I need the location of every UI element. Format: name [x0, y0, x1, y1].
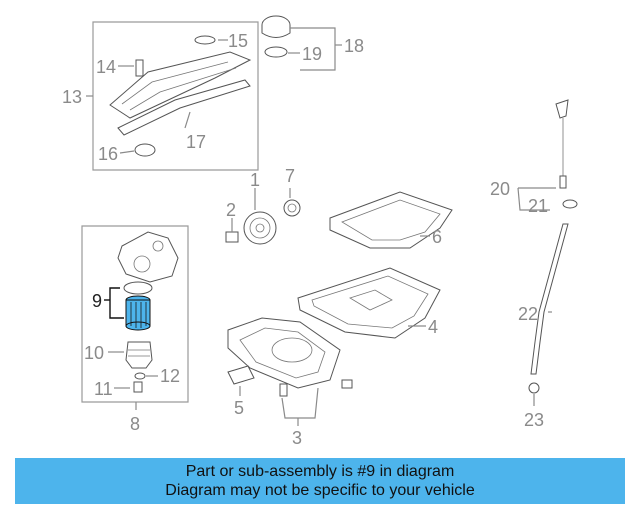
- callout-18: 18: [344, 36, 364, 56]
- callout-7: 7: [285, 166, 295, 186]
- callout-4: 4: [428, 317, 438, 337]
- filter-housing: [117, 231, 179, 283]
- callout-19: 19: [302, 44, 322, 64]
- drain-plug: [341, 379, 353, 389]
- bolt-2: [225, 231, 239, 243]
- valve-cover-gasket: [117, 79, 251, 136]
- callout-22: 22: [518, 304, 538, 324]
- oil-pan-4: [297, 267, 441, 339]
- pulley-group: 1 7 2: [225, 166, 301, 245]
- valve-cover-group: 14 15 16 17 13: [62, 21, 259, 171]
- callout-9[interactable]: 9: [92, 291, 102, 311]
- dipstick-group: 20 21 22 23: [490, 99, 578, 430]
- o-ring-21: [562, 199, 578, 209]
- banner-line-1: Part or sub-assembly is #9 in diagram: [185, 463, 455, 480]
- filter-o-ring: [123, 281, 153, 295]
- bracket-5: [227, 365, 255, 385]
- callout-15: 15: [228, 31, 248, 51]
- plug-11: [133, 381, 143, 393]
- callout-23: 23: [524, 410, 544, 430]
- callout-13: 13: [62, 87, 82, 107]
- callout-21: 21: [528, 196, 548, 216]
- group-8-box: [81, 225, 189, 403]
- pulley: [243, 211, 277, 245]
- group-13-box: [92, 21, 259, 171]
- callout-14: 14: [96, 57, 116, 77]
- callout-1: 1: [250, 170, 260, 190]
- washer-12: [134, 372, 146, 380]
- washer-23: [528, 382, 540, 394]
- oil-filter-group: 9 10 12 11 8: [81, 225, 189, 434]
- oil-cap-group: 18 19: [261, 15, 364, 71]
- dipstick-tube-22: [530, 223, 569, 375]
- callout-2: 2: [226, 200, 236, 220]
- parts-diagram: 14 15 16 17 13 18 19 1 7 2 6: [62, 15, 578, 448]
- baffle-6: [329, 191, 453, 249]
- valve-cover: [109, 51, 252, 119]
- dipstick-20: [555, 99, 569, 119]
- callout-11: 11: [94, 379, 113, 399]
- upper-pan-group: 3: [227, 317, 353, 448]
- filter-cap-10: [125, 341, 153, 369]
- oil-pan-3: [227, 317, 341, 389]
- part-5-group: 5: [227, 365, 255, 418]
- lower-pan-group: 4: [297, 267, 441, 339]
- seal-16: [134, 143, 156, 157]
- callout-3: 3: [292, 428, 302, 448]
- pan-bolt: [279, 383, 288, 397]
- callout-10: 10: [84, 343, 104, 363]
- callout-5: 5: [234, 398, 244, 418]
- seal-7: [283, 199, 301, 217]
- baffle-group: 6: [329, 191, 453, 249]
- callout-20: 20: [490, 179, 510, 199]
- callout-8: 8: [130, 414, 140, 434]
- callout-16: 16: [98, 144, 118, 164]
- oil-filter-element-9[interactable]: [125, 295, 151, 331]
- cap-seal-19: [264, 46, 288, 58]
- info-banner: Part or sub-assembly is #9 in diagram Di…: [15, 458, 625, 504]
- grommet-15: [194, 35, 216, 45]
- callout-17: 17: [186, 132, 206, 152]
- bolt-14: [135, 59, 144, 77]
- banner-line-2: Diagram may not be specific to your vehi…: [165, 482, 475, 499]
- callout-6: 6: [432, 227, 442, 247]
- callout-12: 12: [160, 366, 180, 386]
